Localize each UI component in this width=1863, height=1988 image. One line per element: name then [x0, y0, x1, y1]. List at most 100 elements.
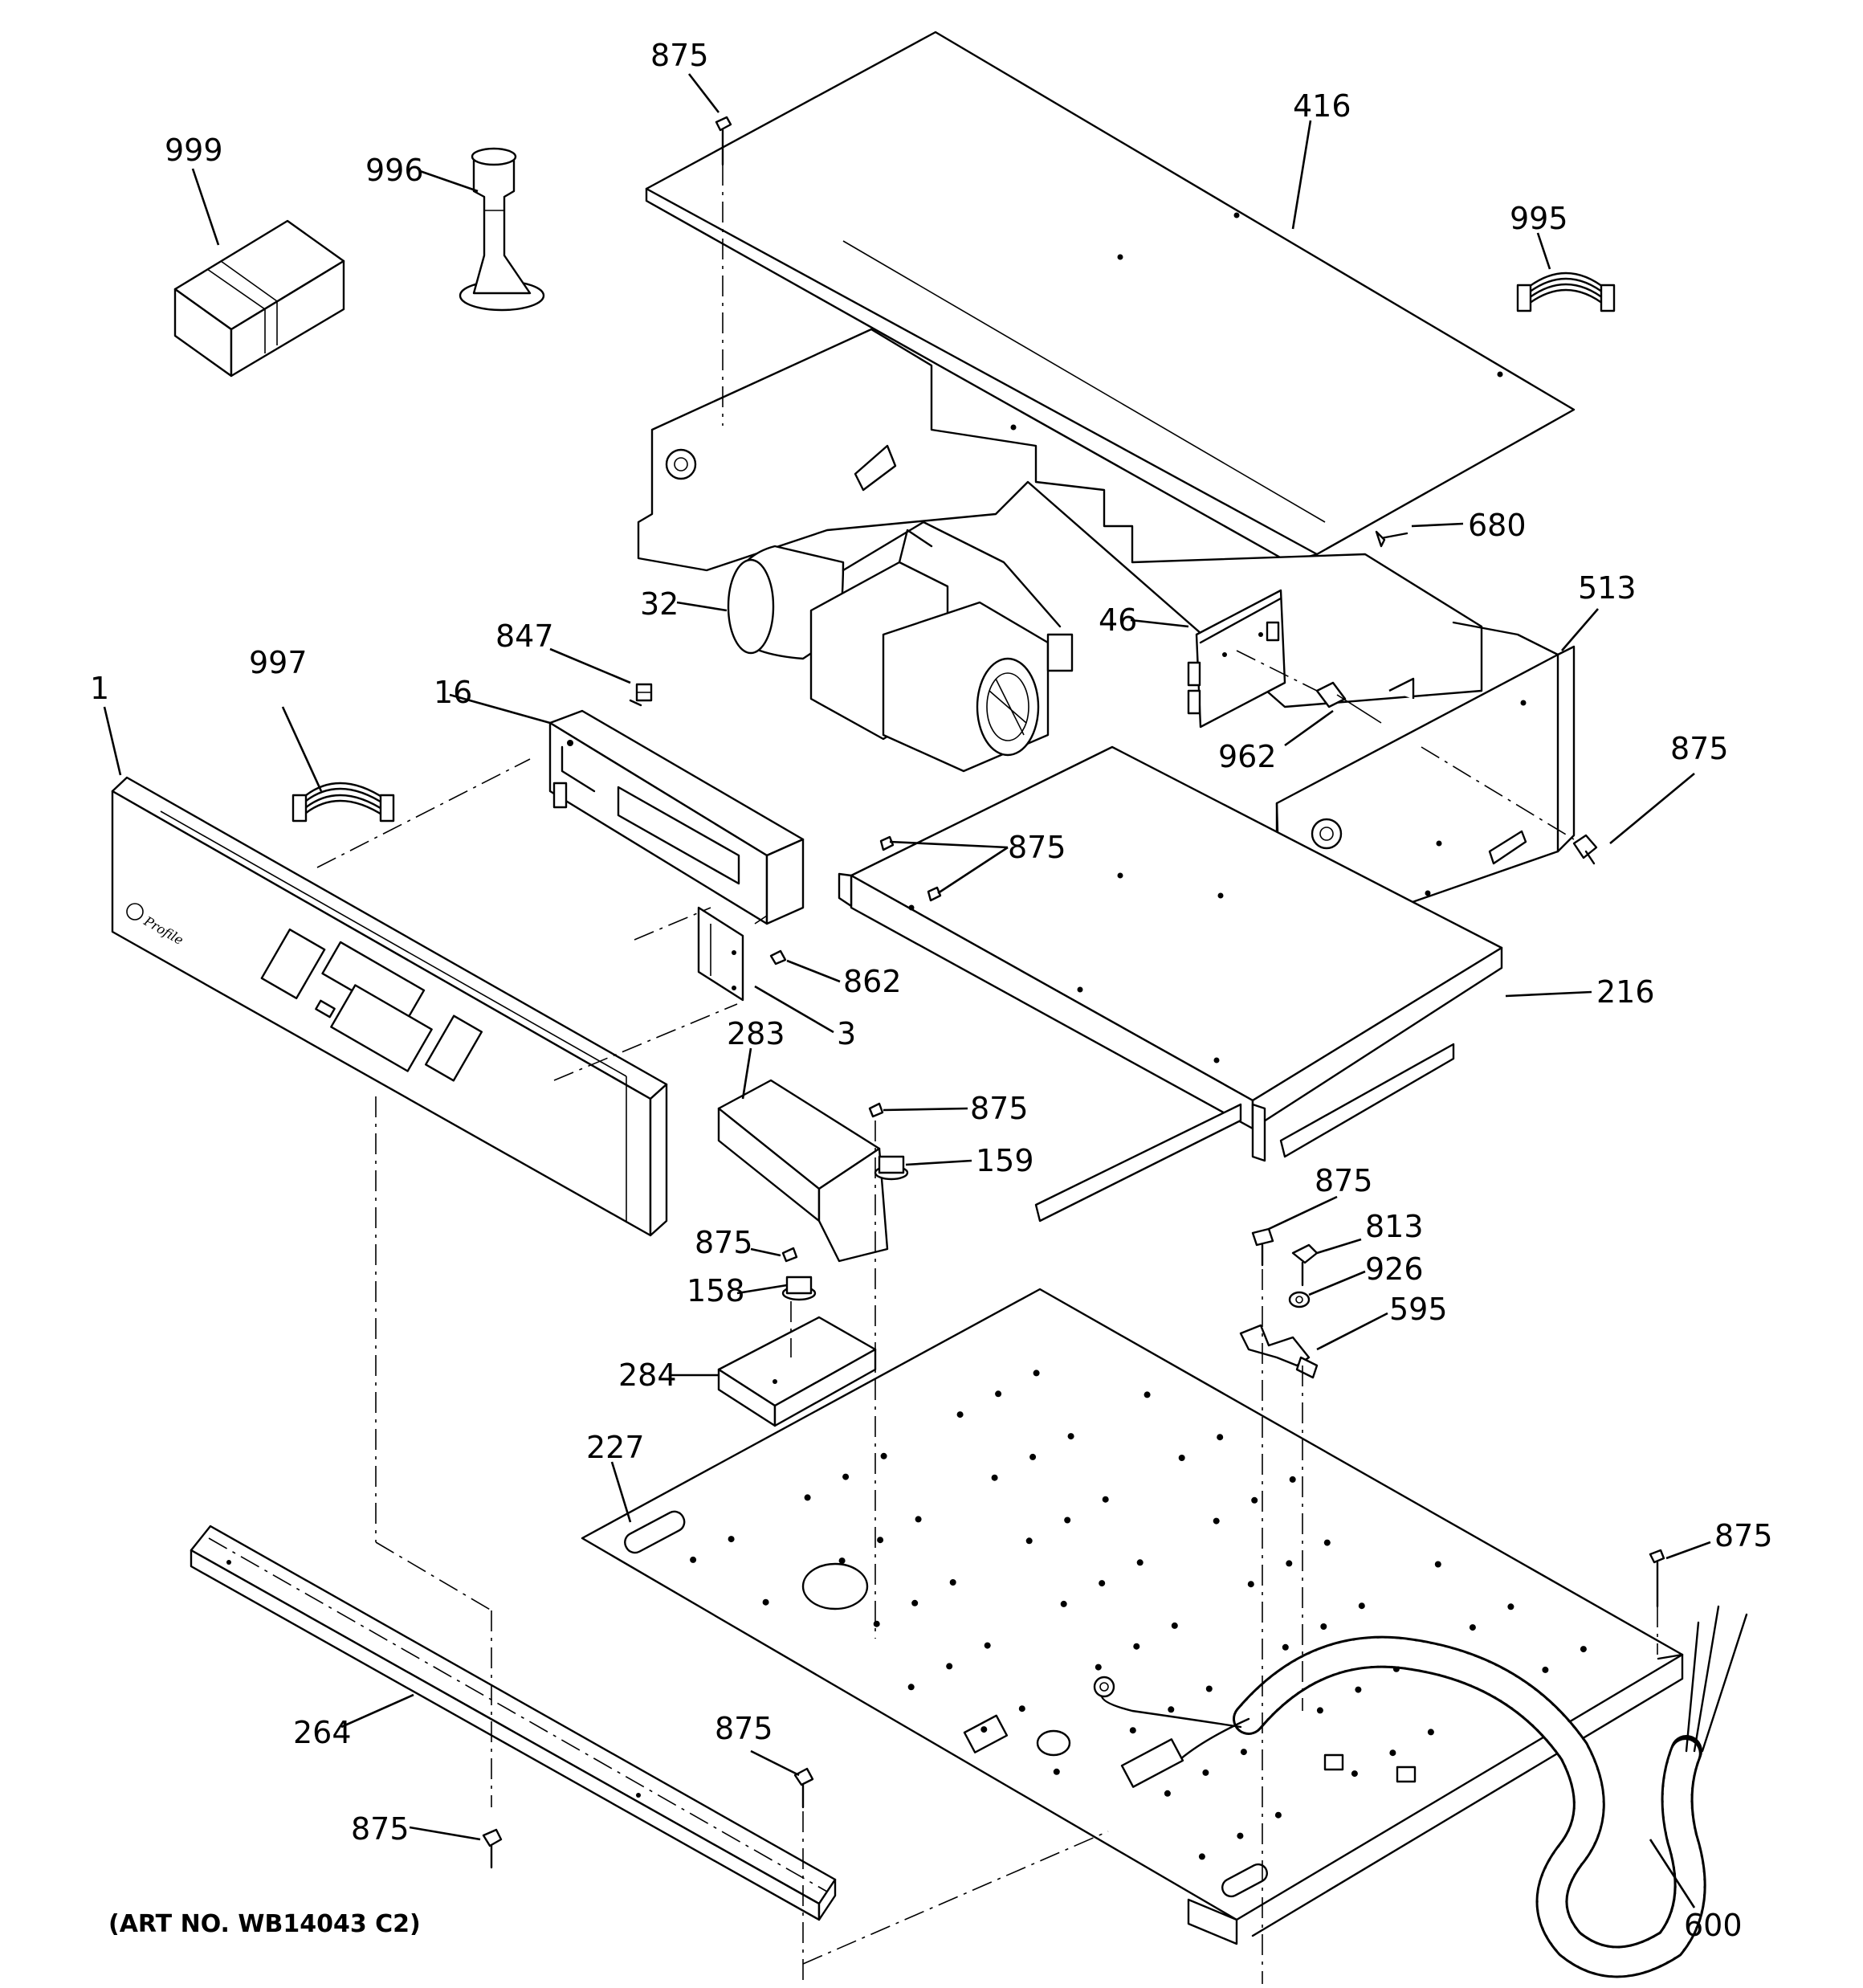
mounting-hole	[991, 1474, 998, 1481]
mounting-hole	[1033, 1370, 1040, 1377]
part-283-bracket	[717, 1079, 889, 1263]
mounting-hole	[1164, 1790, 1171, 1797]
callout-999: 999	[165, 133, 223, 168]
part-3-bracket	[697, 906, 744, 1002]
part-46-control-board	[1187, 589, 1286, 729]
callout-46: 46	[1099, 602, 1137, 638]
mounting-hole	[911, 1599, 919, 1606]
mounting-hole	[980, 1726, 988, 1733]
callout-32: 32	[640, 586, 679, 622]
mounting-hole	[1323, 1539, 1331, 1546]
mounting-hole	[1507, 1603, 1514, 1610]
mounting-hole	[1168, 1706, 1175, 1713]
callout-600: 600	[1684, 1908, 1743, 1943]
mounting-hole	[1095, 1663, 1102, 1671]
callout-875-shelf: 875	[1008, 830, 1066, 865]
mounting-hole	[1171, 1622, 1178, 1629]
callout-875-top: 875	[650, 38, 709, 73]
part-875-screw-trim	[482, 1767, 814, 1869]
callout-labels: 875 416 999 996 995 680 32 513 46 847 16…	[90, 38, 1773, 1943]
part-875-screw-top	[715, 116, 732, 166]
callout-264: 264	[293, 1715, 352, 1750]
mounting-hole	[1580, 1646, 1587, 1653]
callout-813: 813	[1365, 1209, 1424, 1244]
callout-680: 680	[1468, 508, 1527, 543]
part-680-screw	[1375, 530, 1408, 548]
mounting-hole	[762, 1598, 769, 1606]
part-997-ribbon-cable	[291, 782, 395, 823]
callout-875-trim: 875	[715, 1711, 773, 1746]
part-875-screws-shelf	[879, 835, 942, 902]
callout-227: 227	[586, 1430, 645, 1465]
mounting-hole	[1018, 1705, 1025, 1712]
part-158-thermostat	[781, 1276, 817, 1301]
part-875-screw-thermostat	[781, 1102, 884, 1263]
mounting-hole	[1099, 1580, 1106, 1587]
part-999-box	[173, 219, 345, 378]
part-216-shelf	[838, 745, 1503, 1223]
part-227-base-plate	[581, 1288, 1684, 1945]
mounting-hole	[1316, 1707, 1323, 1714]
mounting-hole	[1355, 1686, 1362, 1693]
mounting-hole	[1389, 1749, 1396, 1757]
mounting-hole	[877, 1537, 884, 1544]
mounting-hole	[1286, 1560, 1293, 1567]
mounting-hole	[915, 1516, 922, 1523]
mounting-hole	[1434, 1561, 1441, 1568]
mounting-hole	[984, 1642, 991, 1649]
mounting-hole	[1198, 1853, 1205, 1860]
mounting-hole	[1251, 1496, 1258, 1504]
part-1-control-panel: Profile	[111, 776, 668, 1237]
part-813-screw	[1291, 1243, 1319, 1287]
callout-862: 862	[843, 964, 902, 999]
mounting-hole	[1217, 1434, 1224, 1441]
mounting-hole	[1129, 1727, 1136, 1734]
mounting-hole	[842, 1473, 850, 1480]
part-996-pedestal	[459, 147, 545, 312]
mounting-hole	[946, 1663, 953, 1670]
callout-416: 416	[1293, 88, 1351, 124]
part-264-trim-bracket	[190, 1525, 837, 1921]
mounting-hole	[1029, 1453, 1037, 1460]
part-600-power-cord	[1093, 1605, 1748, 1978]
callout-875-right: 875	[1670, 731, 1729, 766]
mounting-hole	[1060, 1600, 1067, 1607]
mounting-hole	[1213, 1517, 1220, 1525]
callout-926: 926	[1365, 1251, 1424, 1287]
mounting-hole	[1178, 1455, 1185, 1461]
part-595-clamp	[1239, 1324, 1319, 1379]
callout-216: 216	[1596, 974, 1655, 1010]
callout-847: 847	[495, 618, 554, 654]
art-number: (ART NO. WB14043 C2)	[108, 1910, 421, 1938]
callout-995: 995	[1510, 201, 1568, 236]
mounting-hole	[1053, 1768, 1060, 1775]
part-159-thermostat	[874, 1155, 909, 1181]
callout-875-mid: 875	[695, 1225, 753, 1260]
mounting-hole	[873, 1620, 880, 1627]
callout-875-thermo: 875	[970, 1091, 1029, 1126]
callout-875-corner: 875	[1714, 1518, 1773, 1553]
callout-159: 159	[976, 1143, 1034, 1178]
mounting-hole	[1427, 1729, 1434, 1736]
part-16-display-board	[548, 709, 805, 925]
part-962-sensor	[1236, 650, 1382, 724]
part-875-screw-base-corner	[1649, 1549, 1665, 1608]
callout-513: 513	[1578, 570, 1637, 606]
part-875-screw-base-right	[1251, 1227, 1274, 1267]
callout-16: 16	[434, 675, 472, 710]
mounting-hole	[1202, 1769, 1209, 1776]
mounting-hole	[690, 1556, 697, 1563]
mounting-hole	[1351, 1770, 1358, 1778]
mounting-hole	[1542, 1666, 1549, 1673]
mounting-hole	[1136, 1559, 1143, 1566]
mounting-hole	[1064, 1517, 1071, 1524]
part-847-screw	[629, 683, 653, 707]
mounting-hole	[1289, 1476, 1296, 1483]
callout-1: 1	[90, 671, 109, 706]
mounting-hole	[956, 1411, 964, 1419]
part-32-blower-motor	[727, 520, 1074, 773]
callout-875-clamp: 875	[1315, 1163, 1373, 1198]
base-plate-holes	[690, 1370, 1587, 1860]
alignment-lines	[316, 165, 1658, 1984]
mounting-hole	[995, 1390, 1002, 1398]
